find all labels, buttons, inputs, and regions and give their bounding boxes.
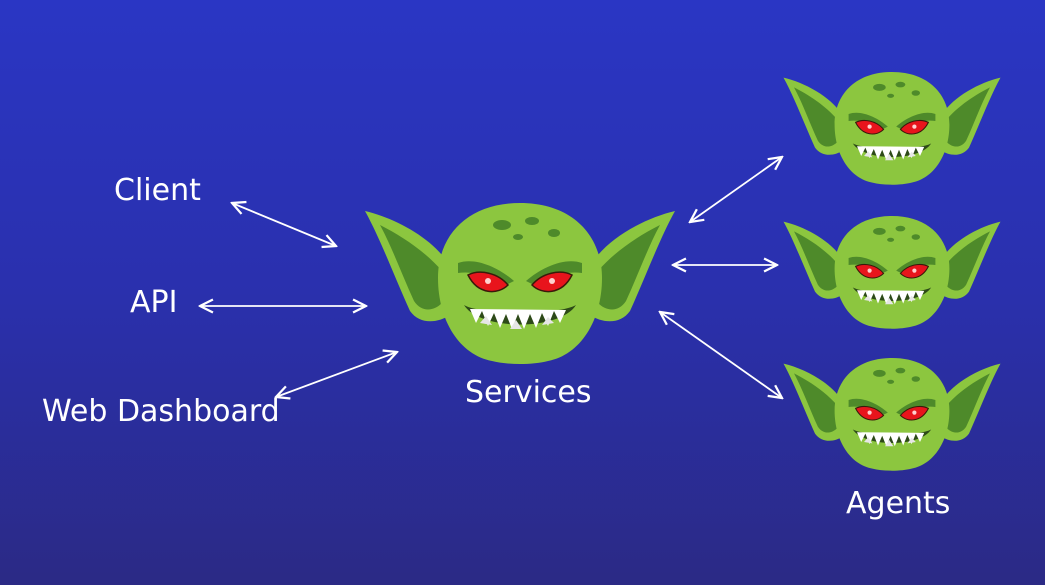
web-dashboard-label: Web Dashboard [42,394,280,429]
agent-gremlin-icon-2 [782,215,1002,330]
services-label: Services [465,375,592,410]
agent-gremlin-icon-3 [782,357,1002,472]
arrow-services-agent-1 [690,157,782,222]
client-label: Client [114,173,201,208]
arrow-web-dashboard-services [276,352,397,397]
arrow-client-services [232,203,336,246]
agent-gremlin-icon-1 [782,71,1002,186]
services-gremlin-icon [364,202,676,365]
arrow-services-agent-3 [660,312,782,398]
api-label: API [130,285,178,320]
agents-label: Agents [846,486,951,521]
